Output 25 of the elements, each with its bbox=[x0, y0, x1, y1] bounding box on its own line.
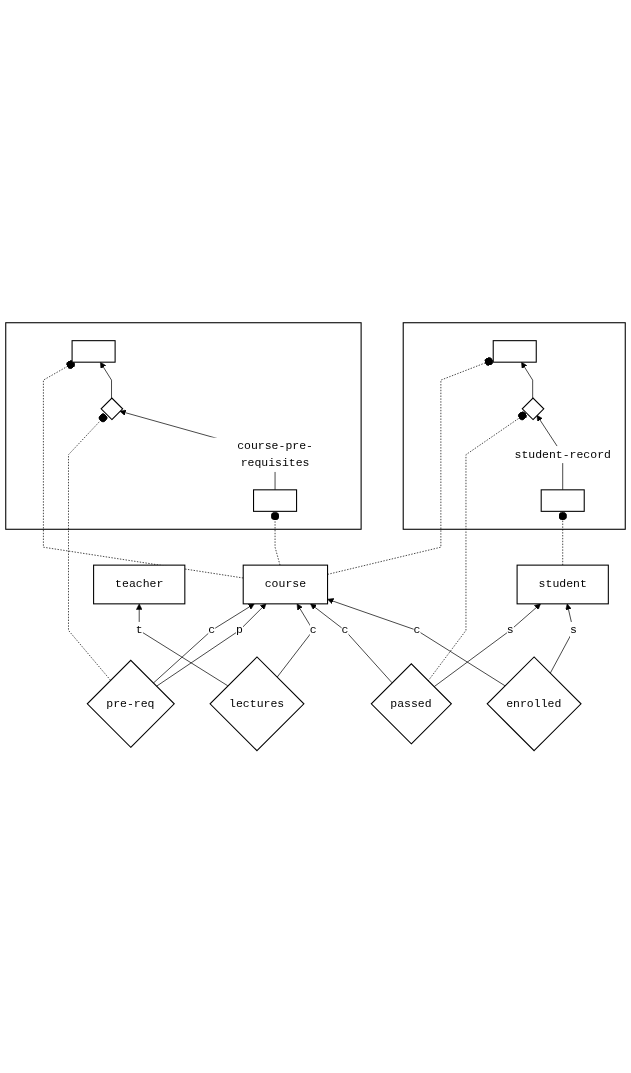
cluster bbox=[402, 321, 626, 530]
node-box: course bbox=[242, 564, 329, 605]
edge-label: student-record bbox=[514, 448, 611, 461]
cluster bbox=[5, 321, 362, 530]
node-diamond: lectures bbox=[209, 655, 305, 752]
node-box bbox=[492, 339, 537, 363]
edge-label: s bbox=[506, 623, 514, 637]
node-diamond bbox=[100, 397, 124, 421]
edge-label: s bbox=[569, 623, 577, 637]
node-box bbox=[71, 339, 116, 363]
node-box bbox=[253, 489, 298, 512]
edge-label: t bbox=[135, 623, 143, 637]
node-diamond: passed bbox=[370, 662, 453, 745]
edge-label: c bbox=[309, 623, 317, 637]
node-box: student bbox=[516, 564, 609, 605]
node-box bbox=[540, 489, 585, 512]
node-box: teacher bbox=[93, 564, 186, 605]
edge-label: c bbox=[208, 623, 216, 637]
edge-label: c bbox=[341, 623, 349, 637]
edge-label: course-pre-requisites bbox=[237, 439, 313, 470]
node-diamond: pre-req bbox=[86, 659, 175, 748]
edge-label: p bbox=[235, 623, 243, 637]
node-diamond bbox=[521, 397, 545, 421]
edge-label: c bbox=[413, 623, 421, 637]
node-diamond: enrolled bbox=[486, 655, 582, 752]
